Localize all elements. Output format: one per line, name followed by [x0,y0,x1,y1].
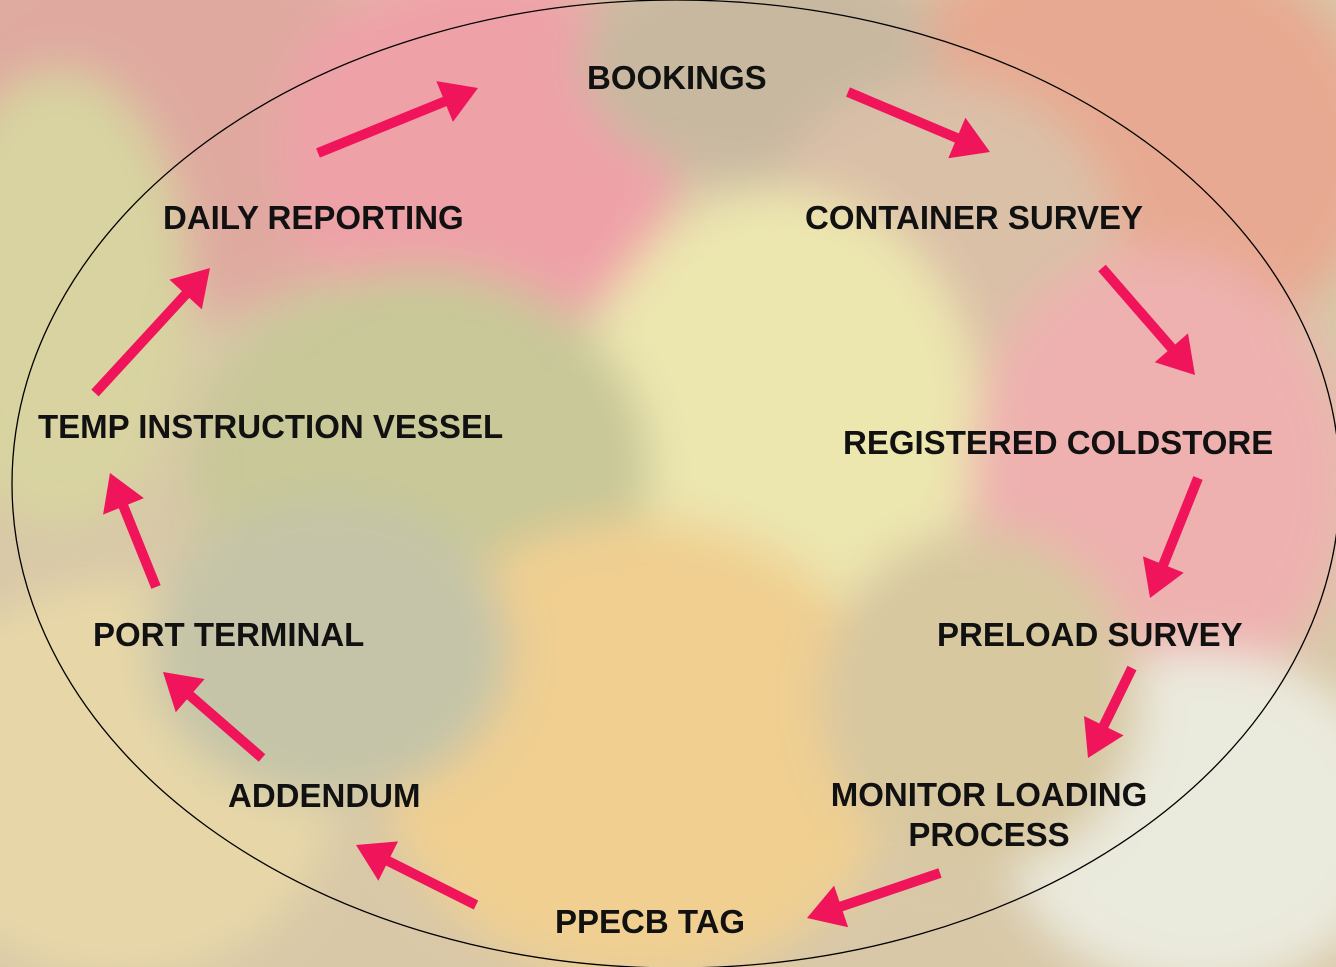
cycle-ellipse [11,0,1336,967]
arrow-shaft-6 [837,868,942,912]
step-registered-coldstore: REGISTERED COLDSTORE [843,424,1274,461]
arrow-head-3 [1154,333,1195,375]
arrow-icon [1142,476,1203,598]
arrow-head-1 [436,81,478,122]
step-addendum: ADDENDUM [228,777,421,814]
arrows-group [91,81,1203,928]
step-bookings: BOOKINGS [587,59,767,96]
arrow-icon [91,268,210,397]
step-container-survey: CONTAINER SURVEY [805,199,1143,236]
arrow-shaft-1 [316,96,449,158]
arrow-shaft-3 [1098,264,1177,353]
arrow-head-6 [807,885,849,928]
arrow-icon [1084,665,1137,758]
arrow-icon [807,868,942,928]
step-daily-reporting: DAILY REPORTING [163,199,464,236]
arrow-icon [846,87,990,159]
arrow-shaft-9 [118,502,161,589]
arrow-icon [103,473,161,589]
arrow-shaft-4 [1157,476,1203,569]
arrow-head-2 [948,117,990,159]
arrow-shaft-5 [1098,665,1137,730]
arrow-head-4 [1142,556,1184,598]
step-preload-survey: PRELOAD SURVEY [937,616,1243,653]
arrow-icon [356,841,479,910]
arrow-head-5 [1084,715,1124,758]
arrow-shaft-2 [846,87,961,144]
step-monitor-loading-line2: PROCESS [908,815,1070,853]
step-temp-instruction-vessel: TEMP INSTRUCTION VESSEL [38,408,504,445]
step-port-terminal: PORT TERMINAL [93,616,365,653]
step-ppecb-tag: PPECB TAG [555,903,746,940]
step-monitor-loading-process: MONITOR LOADING PROCESS [808,775,1170,854]
arrow-head-10 [169,268,210,310]
arrow-icon [316,81,478,158]
arrow-icon [1098,264,1195,375]
arrow-shaft-8 [185,690,266,762]
arrow-shaft-7 [384,855,479,910]
arrow-icon [163,672,266,762]
arrow-head-9 [103,473,144,515]
arrow-head-8 [163,672,205,713]
arrow-head-7 [356,841,399,881]
step-monitor-loading-line1: MONITOR LOADING [830,776,1148,813]
arrow-shaft-10 [91,289,191,397]
